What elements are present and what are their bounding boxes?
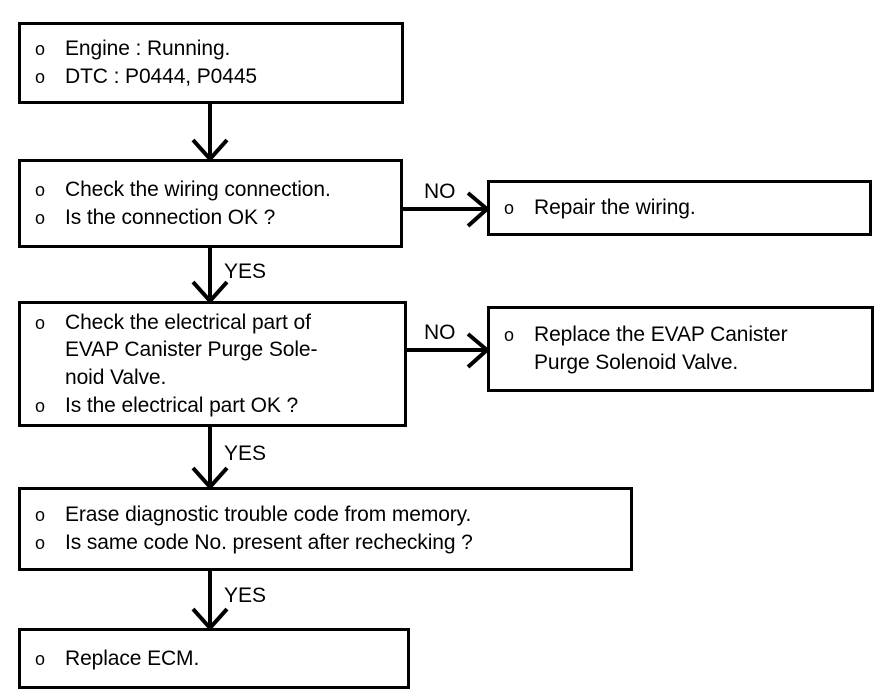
list-item-text: Engine : Running.	[65, 37, 231, 61]
list-item-text: Check the wiring connection.	[65, 177, 331, 201]
replace-ecm-box: o Replace ECM.	[18, 628, 410, 689]
check-wiring-box: o Check the wiring connection. o Is the …	[18, 159, 403, 248]
check-electrical-part-box: o Check the electrical part of EVAP Cani…	[18, 301, 407, 427]
list-item: o Engine : Running.	[35, 35, 401, 63]
bullet-marker: o	[35, 207, 46, 228]
list-item-continuation: Purge Solenoid Valve.	[504, 349, 871, 377]
list-item-text: DTC : P0444, P0445	[65, 65, 257, 88]
list-item: o Is the electrical part OK ?	[35, 392, 404, 420]
list-item: o Erase diagnostic trouble code from mem…	[35, 501, 630, 529]
list-item-text: noid Valve.	[65, 366, 167, 389]
list-item-text: Is the connection OK ?	[65, 205, 276, 229]
list-item: o DTC : P0444, P0445	[35, 63, 401, 91]
bullet-marker: o	[35, 648, 46, 669]
list-item: o Replace the EVAP Canister	[504, 321, 871, 349]
bullet-marker: o	[35, 179, 46, 200]
bullet-marker: o	[504, 198, 515, 219]
list-item-text: Repair the wiring.	[534, 196, 696, 220]
bullet-marker: o	[35, 533, 46, 553]
bullet-marker: o	[35, 395, 46, 416]
list-item-text: Replace the EVAP Canister	[534, 323, 788, 347]
replace-evap-valve-box: o Replace the EVAP Canister Purge Soleno…	[487, 306, 874, 392]
list-item-text: Check the electrical part of	[65, 310, 311, 334]
list-item: o Check the electrical part of	[35, 309, 404, 337]
list-item: o Is same code No. present after recheck…	[35, 529, 630, 557]
list-item: o Repair the wiring.	[504, 194, 869, 222]
list-item-text: Is same code No. present after recheckin…	[65, 531, 473, 554]
list-item: o Is the connection OK ?	[35, 204, 400, 232]
erase-code-box: o Erase diagnostic trouble code from mem…	[18, 487, 633, 571]
bullet-marker: o	[35, 505, 46, 526]
bullet-marker: o	[35, 312, 46, 333]
start-conditions-box: o Engine : Running. o DTC : P0444, P0445	[18, 22, 404, 104]
list-item-text: Purge Solenoid Valve.	[534, 351, 739, 374]
list-item-continuation: noid Valve.	[35, 364, 404, 392]
repair-wiring-box: o Repair the wiring.	[487, 180, 872, 236]
bullet-marker: o	[35, 67, 46, 87]
connector-label-check-wiring-yes: YES	[224, 260, 267, 283]
list-item-text: Erase diagnostic trouble code from memor…	[65, 503, 472, 527]
list-item: o Check the wiring connection.	[35, 176, 400, 204]
bullet-marker: o	[35, 39, 46, 60]
connector-label-check-wiring-no: NO	[424, 180, 456, 203]
list-item-text: EVAP Canister Purge Sole-	[65, 338, 318, 362]
list-item-text: Replace ECM.	[65, 646, 200, 670]
bullet-marker: o	[504, 325, 515, 346]
connector-label-erase-code-yes: YES	[224, 584, 267, 607]
list-item-text: Is the electrical part OK ?	[65, 393, 299, 417]
connector-label-check-electrical-no: NO	[424, 321, 456, 344]
list-item-continuation: EVAP Canister Purge Sole-	[35, 336, 404, 364]
list-item: o Replace ECM.	[35, 645, 407, 673]
connector-label-check-electrical-yes: YES	[224, 442, 267, 465]
